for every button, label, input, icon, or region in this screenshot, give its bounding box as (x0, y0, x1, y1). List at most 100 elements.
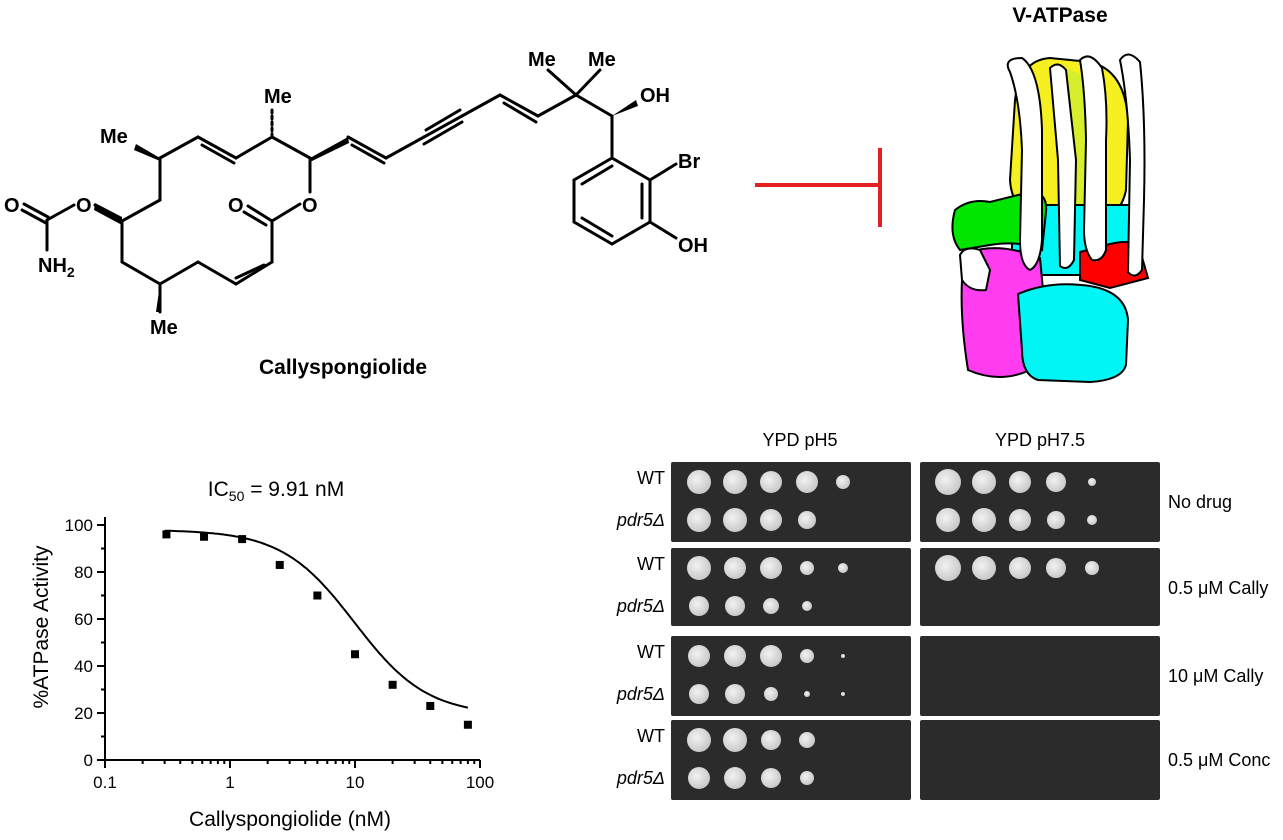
yeast-spot (760, 509, 782, 531)
yeast-spot (1046, 472, 1066, 492)
y-tick-label: 0 (84, 751, 93, 770)
yeast-spot (724, 557, 746, 579)
plate-ph5-row-4 (671, 720, 911, 800)
yeast-spot (935, 469, 961, 495)
yeast-spot (1009, 471, 1031, 493)
chart-title: IC50 = 9.91 nM (208, 478, 344, 504)
yeast-spot (725, 684, 745, 704)
yeast-spot (764, 687, 778, 701)
x-tick-label: 10 (346, 773, 365, 792)
yeast-spot (972, 470, 996, 494)
data-point (313, 591, 322, 600)
strain-label-pdr5: pdr5Δ (616, 596, 665, 616)
strain-label-pdr5: pdr5Δ (616, 684, 665, 704)
amine-label: NH2 (38, 255, 75, 280)
strain-label-pdr5: pdr5Δ (616, 510, 665, 530)
yeast-spot (838, 563, 848, 573)
column-header-ph5: YPD pH5 (762, 430, 838, 450)
yeast-spot (799, 732, 815, 748)
yeast-spot (760, 471, 782, 493)
x-tick-label: 100 (466, 773, 494, 792)
yeast-spot (763, 598, 779, 614)
v-atpase-title: V-ATPase (1012, 4, 1108, 27)
yeast-spot (760, 645, 782, 667)
yeast-spot (687, 556, 711, 580)
methyl-label-2: Me (264, 86, 292, 108)
yeast-spot (724, 767, 746, 789)
methyl-label-5: Me (588, 49, 616, 71)
inhibition-arrow (755, 148, 882, 227)
yeast-spot (761, 730, 781, 750)
yeast-spot (802, 601, 812, 611)
data-point (388, 680, 397, 689)
yeast-spot (972, 508, 996, 532)
yeast-spot (800, 649, 814, 663)
x-tick-label: 0.1 (93, 773, 117, 792)
plate-ph5-row-3 (671, 636, 911, 716)
yeast-spot (935, 555, 961, 581)
yeast-spot (687, 728, 711, 752)
methyl-label-4: Me (528, 49, 556, 71)
hydroxyl-label-2: OH (678, 235, 708, 257)
strain-label-pdr5: pdr5Δ (616, 768, 665, 788)
yeast-spot (796, 471, 818, 493)
yeast-spot (1009, 557, 1031, 579)
yeast-spot (723, 470, 747, 494)
condition-label: 10 μM Cally (1168, 666, 1264, 686)
data-point (200, 532, 209, 541)
plate-ph75-row-4 (920, 720, 1160, 800)
yeast-spot (800, 561, 814, 575)
plate-ph75-row-2 (920, 548, 1160, 626)
y-tick-label: 80 (74, 563, 93, 582)
condition-label: 0.5 μM Cally (1168, 578, 1269, 598)
yeast-spot (800, 771, 814, 785)
data-point (351, 650, 359, 659)
y-tick-label: 60 (74, 610, 93, 629)
yeast-spot (1009, 509, 1031, 531)
molecule-name: Callyspongiolide (259, 356, 427, 379)
v-atpase-cartoon (951, 53, 1150, 384)
yeast-spot (760, 557, 782, 579)
yeast-spot (1088, 478, 1096, 486)
y-tick-label: 40 (74, 657, 93, 676)
x-tick-label: 1 (225, 773, 234, 792)
methyl-label-1: Me (100, 126, 128, 148)
plate-ph5-row-1 (671, 462, 911, 542)
yeast-spot (1087, 515, 1097, 525)
yeast-spot (1046, 558, 1066, 578)
data-point (426, 701, 435, 710)
condition-label: 0.5 μM Conc (1168, 750, 1271, 770)
plate-ph75-row-1 (920, 462, 1160, 542)
x-axis-label: Callyspongiolide (nM) (189, 808, 391, 831)
yeast-spot (723, 508, 747, 532)
strain-label-wt: WT (637, 642, 665, 662)
yeast-spot (841, 654, 845, 658)
yeast-spot (688, 767, 710, 789)
strain-label-wt: WT (637, 468, 665, 488)
data-point (238, 535, 247, 544)
y-axis-label: %ATPase Activity (30, 545, 53, 708)
yeast-spot (688, 645, 710, 667)
yeast-spot (972, 556, 996, 580)
data-point (463, 720, 472, 729)
yeast-spot (841, 692, 845, 696)
fit-curve (164, 529, 469, 709)
plate-ph75-row-3 (920, 636, 1160, 716)
strain-label-wt: WT (637, 554, 665, 574)
plate-ph5-row-2 (671, 548, 911, 626)
yeast-spot (687, 508, 711, 532)
strain-label-wt: WT (637, 726, 665, 746)
lactone-o-label: O (302, 195, 318, 217)
data-point (275, 560, 284, 569)
bromine-label: Br (678, 151, 700, 173)
callyspongiolide-structure: O O NH2 Me Me Me O O Me Me OH Br OH Call… (4, 49, 708, 379)
yeast-spot (798, 511, 816, 529)
yeast-spot (804, 691, 810, 697)
ester-o-label: O (76, 195, 92, 217)
yeast-spot (687, 470, 711, 494)
yeast-spot (725, 596, 745, 616)
yeast-spot (1085, 561, 1099, 575)
y-tick-label: 100 (65, 516, 93, 535)
yeast-spot (936, 508, 960, 532)
